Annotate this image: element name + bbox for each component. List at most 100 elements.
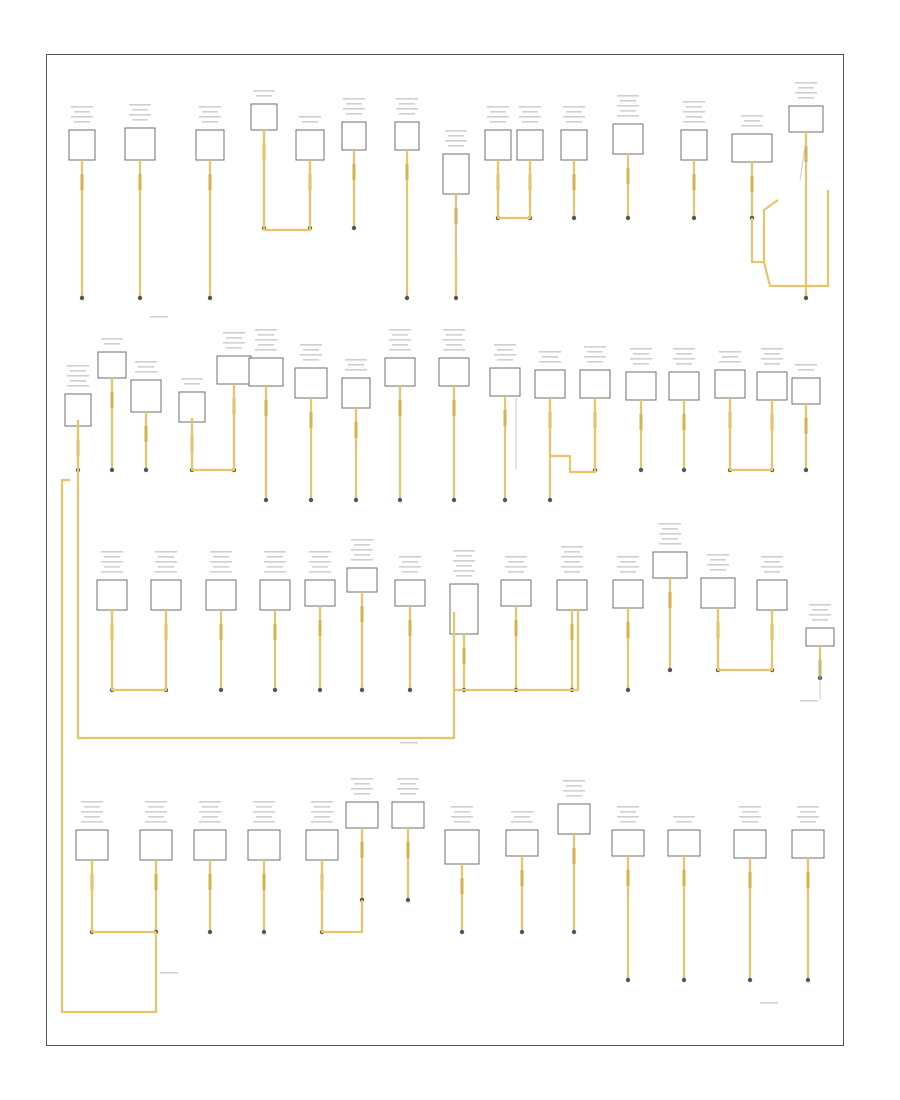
component-label bbox=[519, 106, 541, 108]
wire-marker bbox=[273, 624, 277, 640]
component-label bbox=[351, 559, 373, 561]
component-label bbox=[487, 116, 509, 118]
component-box bbox=[394, 121, 420, 151]
component-label bbox=[81, 821, 103, 823]
junction-label bbox=[760, 1002, 778, 1004]
component-label bbox=[202, 111, 218, 113]
component-label bbox=[67, 385, 89, 387]
component-label bbox=[351, 778, 373, 780]
component-label bbox=[155, 561, 177, 563]
wire bbox=[320, 862, 364, 934]
component-label bbox=[210, 551, 232, 553]
component-box bbox=[294, 367, 328, 399]
component-box bbox=[345, 801, 379, 829]
component-label bbox=[396, 108, 418, 110]
component-label bbox=[511, 811, 533, 813]
component-label bbox=[453, 560, 475, 562]
component-box bbox=[305, 829, 339, 861]
component-label bbox=[719, 361, 741, 363]
component-box bbox=[611, 829, 645, 857]
component-label bbox=[445, 130, 467, 132]
component-box bbox=[130, 379, 162, 413]
component-label bbox=[620, 561, 636, 563]
component-box bbox=[124, 127, 156, 161]
ground-point bbox=[803, 467, 809, 473]
component-label bbox=[566, 785, 582, 787]
component-label bbox=[719, 351, 741, 353]
component-box bbox=[733, 829, 767, 859]
component-label bbox=[676, 353, 692, 355]
wire bbox=[76, 420, 456, 740]
component-label bbox=[454, 821, 470, 823]
component-label bbox=[617, 566, 639, 568]
junction-label bbox=[150, 316, 168, 318]
component-box bbox=[195, 129, 225, 161]
component-label bbox=[267, 556, 283, 558]
ground-point bbox=[263, 497, 269, 503]
ground-point bbox=[405, 897, 411, 903]
component-label bbox=[303, 359, 319, 361]
component-box bbox=[341, 121, 367, 151]
component-label bbox=[253, 821, 275, 823]
component-label bbox=[132, 119, 148, 121]
component-box bbox=[556, 579, 588, 611]
component-box bbox=[805, 627, 835, 647]
component-label bbox=[633, 353, 649, 355]
component-label bbox=[620, 100, 636, 102]
wire-marker bbox=[570, 624, 574, 640]
wire bbox=[60, 478, 158, 1014]
wire-marker bbox=[520, 870, 524, 886]
wire bbox=[190, 390, 236, 472]
component-label bbox=[255, 349, 277, 351]
component-label bbox=[633, 363, 649, 365]
component-box bbox=[248, 357, 284, 387]
component-label bbox=[303, 349, 319, 351]
wire-marker bbox=[354, 422, 358, 438]
component-box bbox=[700, 577, 736, 609]
component-label bbox=[761, 556, 783, 558]
component-box bbox=[505, 829, 539, 857]
component-box bbox=[756, 579, 788, 611]
component-label bbox=[258, 344, 274, 346]
component-box bbox=[97, 351, 127, 379]
wire-marker bbox=[80, 174, 84, 190]
component-label bbox=[392, 344, 408, 346]
wire-marker bbox=[503, 410, 507, 426]
ground-point bbox=[625, 977, 631, 983]
wire-marker bbox=[208, 874, 212, 890]
component-label bbox=[617, 556, 639, 558]
ground-point bbox=[451, 497, 457, 503]
component-label bbox=[659, 523, 681, 525]
component-label bbox=[311, 811, 333, 813]
component-label bbox=[487, 106, 509, 108]
component-label bbox=[443, 339, 465, 341]
ground-point bbox=[638, 467, 644, 473]
component-box bbox=[442, 153, 470, 195]
component-label bbox=[71, 116, 93, 118]
component-box bbox=[250, 103, 278, 131]
component-label bbox=[226, 337, 242, 339]
component-box bbox=[304, 579, 336, 607]
component-label bbox=[392, 334, 408, 336]
component-label bbox=[764, 363, 780, 365]
component-label bbox=[761, 358, 783, 360]
component-label bbox=[505, 566, 527, 568]
component-label bbox=[761, 566, 783, 568]
component-label bbox=[311, 801, 333, 803]
component-label bbox=[453, 570, 475, 572]
component-box bbox=[489, 367, 521, 397]
component-label bbox=[456, 565, 472, 567]
component-label bbox=[514, 816, 530, 818]
component-label bbox=[184, 383, 200, 385]
ground-point bbox=[317, 687, 323, 693]
wire-marker bbox=[452, 400, 456, 416]
junction-label bbox=[400, 742, 418, 744]
component-label bbox=[809, 604, 831, 606]
wire bbox=[452, 610, 580, 692]
component-label bbox=[683, 101, 705, 103]
component-box bbox=[731, 133, 773, 163]
component-label bbox=[101, 561, 123, 563]
component-label bbox=[389, 349, 411, 351]
component-label bbox=[255, 339, 277, 341]
component-label bbox=[798, 87, 814, 89]
